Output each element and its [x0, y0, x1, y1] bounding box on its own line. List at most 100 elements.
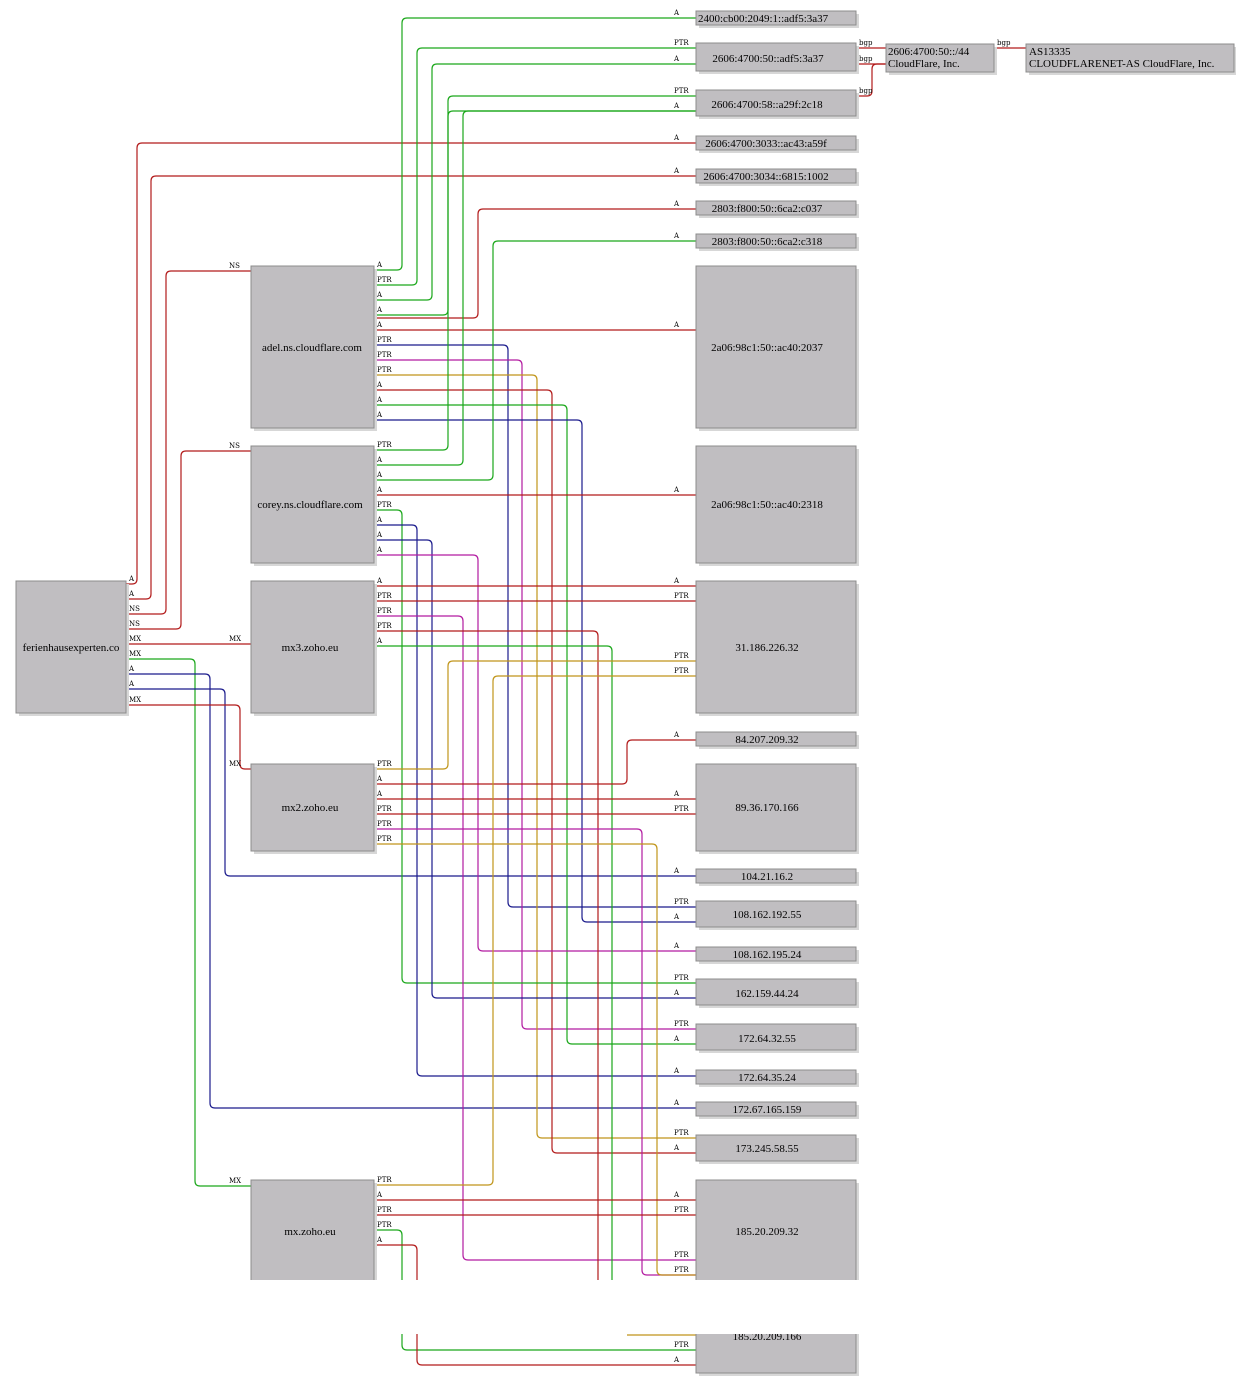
edge-mx2-ptr-185-32b-dst-label: PTR — [674, 1266, 689, 1274]
node-ip6-2803-c318[interactable]: 2803:f800:50::6ca2:c318 — [695, 233, 859, 251]
edge-mx2-ptr-185-orange — [374, 843, 696, 1276]
node-label: 104.21.16.2 — [741, 871, 793, 883]
edge-adel-a-108-192-src-label: A — [376, 411, 383, 419]
node-ip4-162-159-44-24[interactable]: 162.159.44.24 — [695, 978, 859, 1008]
node-ip4-89-36-170-166[interactable]: 89.36.170.166 — [695, 763, 859, 854]
node-asn-13335[interactable]: AS13335 CLOUDFLARENET-AS CloudFlare, Inc… — [1025, 43, 1236, 75]
edge-mx-ptr-185-32-src-label: PTR — [377, 1206, 392, 1214]
node-label-line2: CLOUDFLARENET-AS CloudFlare, Inc. — [1029, 58, 1215, 70]
edge-adel-ptr-2606-50-src-label: PTR — [377, 276, 392, 284]
node-label-line2: CloudFlare, Inc. — [888, 58, 960, 70]
edge-root-a-3033 — [126, 142, 696, 585]
node-ip6-2a06-2037[interactable]: 2a06:98c1:50::ac40:2037 — [695, 265, 859, 431]
edge-adel-ptr-173-245-dst-label: PTR — [674, 1129, 689, 1137]
node-label: 2606:4700:3033::ac43:a59f — [705, 138, 827, 150]
node-ip4-172-64-35-24[interactable]: 172.64.35.24 — [695, 1069, 859, 1087]
edge-root-mx3-src-label: MX — [129, 635, 141, 643]
edge-corey-a-172-64-35 — [374, 524, 696, 1077]
edge-adel-a-173-245-src-label: A — [376, 381, 383, 389]
node-ip6-2606-4700-50[interactable]: 2606:4700:50::adf5:3a37 — [695, 42, 859, 74]
edge-root-a-3033-dst-label: A — [673, 134, 680, 142]
edge-mx2-ptr-89-dst-label: PTR — [674, 805, 689, 813]
edge-corey-ptr-162-159 — [374, 509, 696, 984]
node-ip6-2803-c037[interactable]: 2803:f800:50::6ca2:c037 — [695, 200, 859, 218]
edge-adel-ptr-2606-58-src-label: A — [376, 306, 383, 314]
node-label: 89.36.170.166 — [735, 802, 799, 814]
edge-root-a-172-67 — [126, 673, 696, 1109]
edge-adel-ptr-172-32-src-label: PTR — [377, 351, 392, 359]
edge-adel-a-172-32 — [374, 404, 696, 1045]
edge-root-mx3-dst-label: MX — [229, 635, 241, 643]
node-label: 185.20.209.32 — [735, 1226, 798, 1238]
edge-corey-a-172-64-35-src-label: A — [376, 516, 383, 524]
node-ip4-31-186-226-32[interactable]: 31.186.226.32 — [695, 580, 859, 716]
node-ip4-185-20-209-32[interactable]: 185.20.209.32 — [695, 1179, 859, 1293]
node-ip4-108-162-195-24[interactable]: 108.162.195.24 — [695, 946, 859, 964]
edge-root-a-3034-dst-label: A — [673, 167, 680, 175]
edge-mx3-ptr-31-src-label: PTR — [377, 592, 392, 600]
node-ip4-108-162-192-55[interactable]: 108.162.192.55 — [695, 900, 859, 930]
edge-root-a-104-21-dst-label: A — [673, 867, 680, 875]
edge-adel-a-2606-50 — [374, 63, 696, 301]
node-ip4-173-245-58-55[interactable]: 173.245.58.55 — [695, 1134, 859, 1164]
edge-root-ns-adel-dst-label: NS — [229, 262, 240, 270]
edge-root-ns-corey-src-label: NS — [129, 620, 140, 628]
node-ip4-172-64-32-55[interactable]: 172.64.32.55 — [695, 1023, 859, 1053]
edge-mx2-a-84-src-label: A — [376, 775, 383, 783]
node-ip6-2a06-2318[interactable]: 2a06:98c1:50::ac40:2318 — [695, 445, 859, 566]
node-ip6-2606-4700-3034[interactable]: 2606:4700:3034::6815:1002 — [695, 168, 859, 186]
edge-adel-a-2803-c037-dst-label: A — [673, 200, 680, 208]
node-corey-ns[interactable]: corey.ns.cloudflare.com — [250, 445, 377, 566]
edge-root-ns-adel-src-label: NS — [129, 605, 140, 613]
node-label: adel.ns.cloudflare.com — [262, 342, 362, 354]
edge-mx2-ptr-89-src-label: PTR — [377, 805, 392, 813]
node-label: 84.207.209.32 — [735, 734, 798, 746]
edge-corey-a-162-159-dst-label: A — [673, 989, 680, 997]
edge-adel-a-2400 — [374, 17, 696, 271]
edge-bgp-2-src-label: bgp — [859, 55, 873, 63]
node-label: 172.64.35.24 — [738, 1072, 796, 1084]
node-mx[interactable]: mx.zoho.eu — [250, 1179, 377, 1293]
node-label: 173.245.58.55 — [735, 1143, 799, 1155]
edge-adel-a-108-192-dst-label: A — [673, 913, 680, 921]
node-mx3[interactable]: mx3.zoho.eu — [250, 580, 377, 716]
edge-adel-ptr-173-245 — [374, 374, 696, 1139]
node-ferienhausexperten[interactable]: ferienhausexperten.co — [15, 580, 129, 716]
edge-mx3-a-185-src-label: A — [376, 637, 383, 645]
edge-corey-a2 — [374, 110, 696, 466]
node-mx2[interactable]: mx2.zoho.eu — [250, 763, 377, 854]
node-ip4-172-67-165-159[interactable]: 172.67.165.159 — [695, 1101, 859, 1119]
node-ip6-2400-cb00[interactable]: 2400:cb00:2049:1::adf5:3a37 — [695, 10, 859, 28]
edge-adel-a-2a06-2037-src-label: A — [376, 321, 383, 329]
edge-root-a-172-67-dst-label: A — [673, 1099, 680, 1107]
node-label-line1: AS13335 — [1029, 46, 1071, 58]
node-ip4-104-21-16-2[interactable]: 104.21.16.2 — [695, 868, 859, 886]
edge-corey-a-2803-c318-dst-label: A — [673, 232, 680, 240]
edge-root-a-104-21 — [126, 688, 696, 877]
edge-adel-ptr-108-192 — [374, 344, 696, 908]
node-prefix-2606-4700-50[interactable]: 2606:4700:50::/44 CloudFlare, Inc. — [885, 43, 997, 75]
node-adel-ns[interactable]: adel.ns.cloudflare.com — [250, 265, 377, 431]
edge-adel-ptr-173-245-src-label: PTR — [377, 366, 392, 374]
edge-mx2-ptr-185-orange-src-label: PTR — [377, 835, 392, 843]
edge-adel-ptr-108-192-src-label: PTR — [377, 336, 392, 344]
edge-corey-a-172-64-35-dst-label: A — [673, 1067, 680, 1075]
edge-root-mx2 — [126, 704, 251, 770]
node-ip6-2606-4700-3033[interactable]: 2606:4700:3033::ac43:a59f — [695, 135, 859, 153]
edge-mx2-ptr-31-dst-label: PTR — [674, 652, 689, 660]
edge-mx2-a-84-dst-label: A — [673, 731, 680, 739]
edge-mx-a-185-166-dst-label: A — [673, 1356, 680, 1364]
edge-mx-ptr-31-src-label: PTR — [377, 1176, 392, 1184]
edge-root-a-3034 — [126, 175, 696, 600]
edge-mx2-ptr-31-src-label: PTR — [377, 760, 392, 768]
edge-corey-a-108-195 — [374, 554, 696, 952]
node-ip4-84-207-209-32[interactable]: 84.207.209.32 — [695, 731, 859, 749]
edge-adel-a-2803-c037 — [374, 208, 696, 319]
edge-mx-ptr-31-dst-label: PTR — [674, 667, 689, 675]
edge-adel-a-2606-50-src-label: A — [376, 291, 383, 299]
node-ip6-2606-4700-58[interactable]: 2606:4700:58::a29f:2c18 — [695, 89, 859, 119]
edge-root-ns-corey — [126, 450, 251, 630]
node-label: corey.ns.cloudflare.com — [257, 499, 363, 511]
edge-mx3-ptr-185-32-dst-label: PTR — [674, 1251, 689, 1259]
